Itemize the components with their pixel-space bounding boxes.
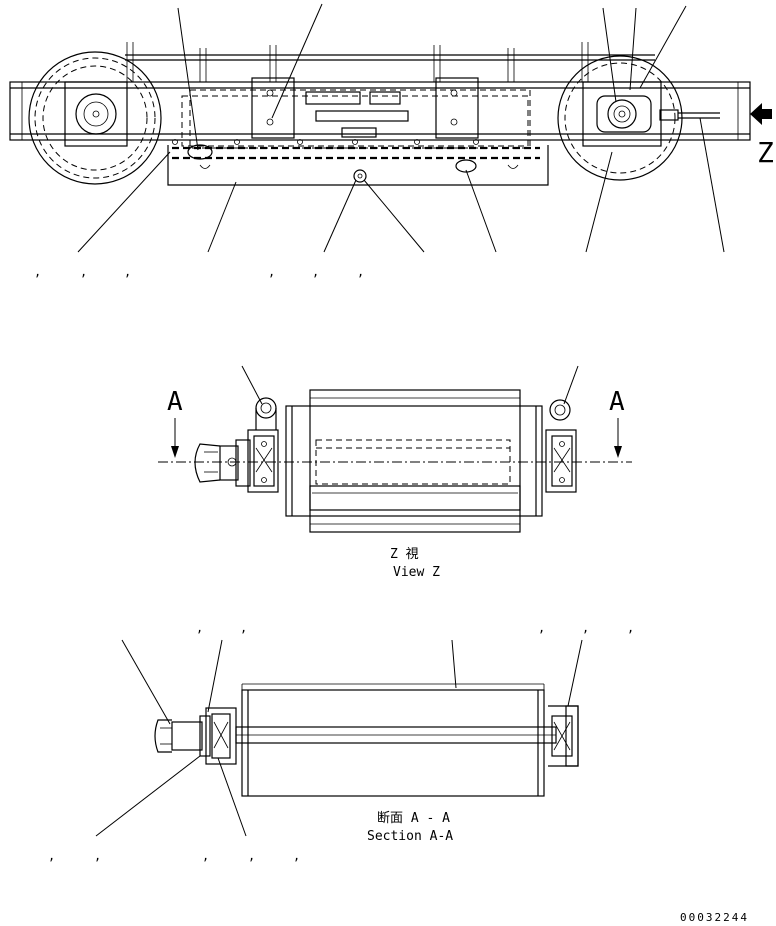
section-arrow-left-icon bbox=[171, 446, 179, 458]
lifting-eye-left bbox=[255, 397, 277, 419]
part-ref-comma: , bbox=[357, 265, 364, 279]
part-ref-comma: , bbox=[124, 265, 131, 279]
drawing-number: 00032244 bbox=[680, 911, 749, 924]
part-ref-comma: , bbox=[34, 265, 41, 279]
section-mark-right: A bbox=[609, 387, 625, 417]
lifting-eye-right bbox=[549, 399, 571, 421]
section-title-jp: 断面 A - A bbox=[377, 811, 450, 826]
part-ref-comma: , bbox=[268, 265, 275, 279]
main-frame bbox=[9, 81, 751, 141]
part-ref-comma: , bbox=[80, 265, 87, 279]
part-ref-comma: , bbox=[627, 621, 634, 635]
view-z-label: Z bbox=[757, 136, 774, 169]
part-ref-comma: , bbox=[312, 265, 319, 279]
leader-lines-top bbox=[77, 3, 725, 253]
part-ref-comma: , bbox=[582, 621, 589, 635]
view-z-arrow-icon bbox=[750, 103, 772, 125]
part-ref-comma: , bbox=[202, 849, 209, 863]
section-arrow-right-icon bbox=[614, 446, 622, 458]
view-z-title-jp: Z 視 bbox=[390, 547, 419, 562]
part-ref-comma: , bbox=[94, 849, 101, 863]
side-elevation-view: Z , , , , , , bbox=[9, 3, 774, 279]
motor-left bbox=[194, 443, 221, 483]
view-z: A A bbox=[158, 365, 632, 580]
part-ref-comma: , bbox=[48, 849, 55, 863]
lower-pan bbox=[167, 145, 549, 186]
part-ref-comma: , bbox=[240, 621, 247, 635]
view-z-title-en: View Z bbox=[393, 565, 440, 580]
left-drum bbox=[28, 51, 162, 185]
part-ref-comma: , bbox=[538, 621, 545, 635]
right-drum bbox=[557, 55, 683, 181]
section-mark-left: A bbox=[167, 387, 183, 417]
part-ref-comma: , bbox=[293, 849, 300, 863]
section-title-en: Section A-A bbox=[367, 829, 453, 844]
section-a-a: , , , , , , , , , , 断面 A - A Section A-A bbox=[48, 621, 634, 863]
drum-body bbox=[309, 389, 521, 533]
part-ref-comma: , bbox=[248, 849, 255, 863]
section-motor bbox=[154, 719, 172, 753]
part-ref-comma: , bbox=[196, 621, 203, 635]
